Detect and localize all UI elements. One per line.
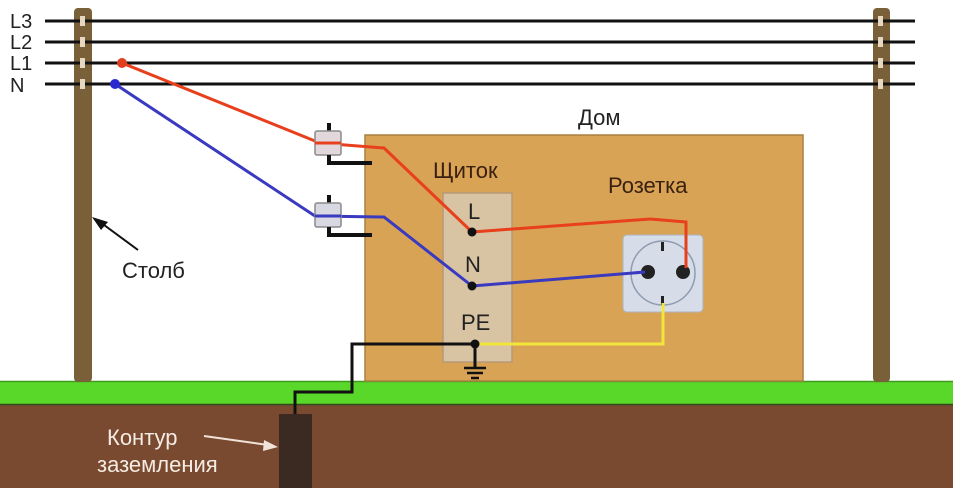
- label-L2: L2: [10, 32, 32, 54]
- grounding-label-line2: заземления: [97, 452, 218, 477]
- panel: [442, 192, 513, 363]
- pole-label: Столб: [122, 258, 185, 283]
- socket-label: Розетка: [608, 173, 688, 198]
- neutral-wire-socket: [471, 270, 646, 288]
- tap-L1-dot: [117, 58, 127, 68]
- ground-symbol-icon: [464, 366, 486, 380]
- pe-wire: [475, 303, 665, 346]
- pole-arrow: [99, 221, 139, 251]
- terminal-PE-label: PE: [461, 310, 490, 335]
- label-N: N: [10, 75, 24, 97]
- pole-arrow-head: [92, 217, 108, 230]
- power-lines: [45, 19, 915, 86]
- grounding-arrow: [203, 435, 269, 446]
- socket-ground-clip-bottom: [661, 296, 664, 305]
- ground-rod: [279, 414, 312, 488]
- neutral-clamp-icon: [314, 195, 372, 237]
- terminal-PE-dot: [470, 339, 480, 349]
- insulators: [80, 16, 883, 89]
- right-pole: [873, 8, 890, 382]
- terminal-L-dot: [467, 227, 477, 237]
- house-label: Дом: [578, 105, 621, 130]
- phase-clamp-icon: [314, 123, 372, 165]
- phase-wire-incoming: [121, 61, 474, 234]
- label-L3: L3: [10, 11, 32, 33]
- phase-wire-socket: [471, 217, 688, 268]
- grounding-label-line1: Контур: [107, 425, 178, 450]
- terminal-N-dot: [467, 281, 477, 291]
- terminal-L-label: L: [468, 199, 480, 224]
- soil: [0, 404, 953, 488]
- grounding-arrow-head: [263, 440, 278, 451]
- panel-label: Щиток: [433, 158, 498, 183]
- tap-N-dot: [110, 79, 120, 89]
- socket-ground-clip-top: [661, 242, 664, 251]
- ground-wire: [293, 342, 475, 415]
- neutral-wire-incoming: [114, 82, 473, 288]
- grass: [0, 381, 953, 405]
- label-L1: L1: [10, 53, 32, 75]
- terminal-N-label: N: [465, 252, 481, 277]
- socket-pin-right: [676, 265, 690, 279]
- socket-pin-left: [641, 265, 655, 279]
- left-pole: [74, 8, 92, 382]
